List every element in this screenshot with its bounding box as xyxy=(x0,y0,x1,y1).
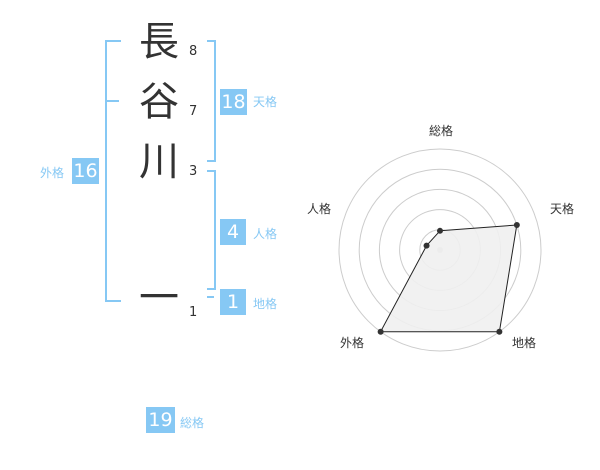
name-char-2: 谷 xyxy=(139,79,179,125)
name-char-3: 川 xyxy=(139,139,179,185)
tenkaku-bracket xyxy=(207,40,216,162)
radar-label-soukaku: 総格 xyxy=(429,123,453,138)
stroke-count-3: 3 xyxy=(189,164,198,179)
tenkaku-value: 18 xyxy=(220,89,247,115)
jinkaku-bracket xyxy=(207,170,216,290)
soukaku-label: 総格 xyxy=(180,416,205,430)
gaikaku-bracket-tick xyxy=(105,100,119,102)
chikaku-value: 1 xyxy=(220,289,246,315)
radar-shape xyxy=(379,224,518,333)
radar-label-chikaku: 地格 xyxy=(512,335,536,350)
chikaku-bracket xyxy=(207,296,214,298)
radar-axis-labels: 総格 天格 地格 外格 人格 xyxy=(307,123,574,350)
radar-point-3 xyxy=(496,328,503,335)
gaikaku-bracket xyxy=(105,40,121,302)
chikaku-label: 地格 xyxy=(253,297,278,311)
gaikaku-value: 16 xyxy=(72,158,99,184)
jinkaku-value: 4 xyxy=(220,219,246,245)
radar-label-gaikaku: 外格 xyxy=(340,335,364,350)
radar-point-1 xyxy=(437,227,443,234)
soukaku-value: 19 xyxy=(146,407,175,433)
radar-grid-ring xyxy=(338,148,542,352)
radar-points xyxy=(377,222,520,335)
tenkaku-label: 天格 xyxy=(253,95,278,109)
stroke-count-1: 8 xyxy=(189,44,198,59)
name-char-1: 長 xyxy=(139,19,179,65)
gaikaku-label: 外格 xyxy=(40,166,65,180)
radar-label-jinkaku: 人格 xyxy=(307,201,331,216)
radar-point-4 xyxy=(377,328,384,335)
radar-point-2 xyxy=(513,222,520,229)
stroke-count-2: 7 xyxy=(189,104,198,119)
radar-point-5 xyxy=(423,242,430,249)
jinkaku-label: 人格 xyxy=(253,227,278,241)
stroke-count-4: 1 xyxy=(189,305,198,320)
radar-label-tenkaku: 天格 xyxy=(550,201,574,216)
name-char-4: 一 xyxy=(139,275,179,321)
